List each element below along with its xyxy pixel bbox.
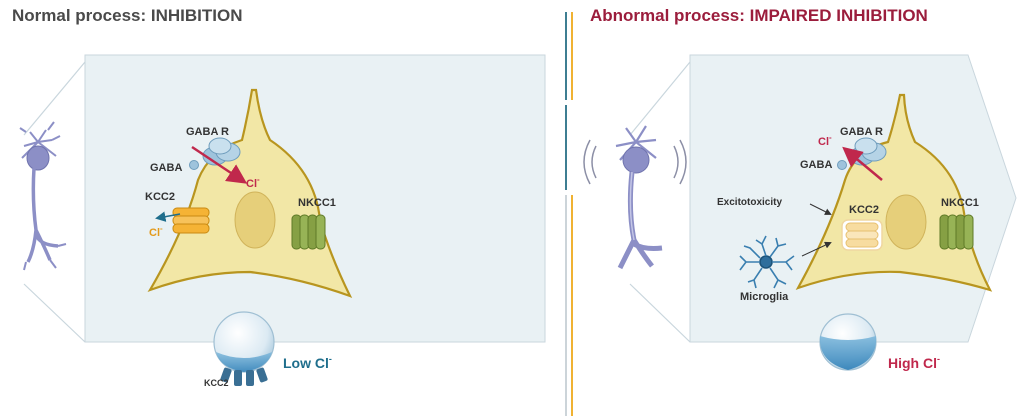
left-gaba-receptor-label: GABA R xyxy=(186,126,229,138)
right-panel: GABA R GABA Cl- Excitotoxicity KCC2 NKCC… xyxy=(583,54,1017,371)
right-gaba-molecule xyxy=(837,160,847,170)
left-gaba-molecule xyxy=(189,160,199,170)
left-kcc2-chloride-label: Cl- xyxy=(149,224,163,239)
zoom-line-bottom-right xyxy=(629,283,691,343)
excitotoxicity-label: Excitotoxicity xyxy=(717,197,782,208)
left-kcc2-efflux-arrow xyxy=(155,211,181,222)
left-panel: GABA R GABA Cl- KCC2 Cl- NKCC1 K xyxy=(19,54,546,388)
right-gaba-receptor-label: GABA R xyxy=(840,126,883,138)
left-bubble-kcc2-label: KCC2 xyxy=(204,378,229,388)
left-panel-title: Normal process: INHIBITION xyxy=(12,6,243,25)
left-nkcc1-transporter xyxy=(291,214,326,250)
right-cell-nucleus xyxy=(885,194,927,250)
zoom-line-bottom xyxy=(23,283,86,343)
left-chloride-influx-arrow xyxy=(191,145,248,184)
excited-neuron-icon xyxy=(583,125,687,270)
left-nkcc1-label: NKCC1 xyxy=(298,197,336,209)
right-nkcc1-label: NKCC1 xyxy=(941,197,979,209)
excitotoxicity-arrow xyxy=(809,203,832,215)
left-gaba-receptor xyxy=(202,137,241,166)
right-gaba-label: GABA xyxy=(800,159,832,171)
left-bubble-label: Low Cl- xyxy=(283,354,332,371)
zoom-line-top xyxy=(23,61,86,136)
left-chloride-bubble xyxy=(213,311,275,386)
right-chloride-efflux-arrow xyxy=(842,146,883,181)
zoom-line-top-right xyxy=(629,61,691,136)
right-chloride-label: Cl- xyxy=(818,133,832,148)
left-gaba-label: GABA xyxy=(150,162,182,174)
left-kcc2-transporter xyxy=(172,207,210,234)
microglia-arrow xyxy=(801,241,832,257)
right-kcc2-transporter xyxy=(841,219,883,251)
right-chloride-bubble xyxy=(819,313,877,371)
left-cell-nucleus xyxy=(234,191,276,249)
microglia-icon xyxy=(739,235,795,289)
microglia-label: Microglia xyxy=(740,291,789,303)
right-nkcc1-transporter xyxy=(939,214,974,250)
panel-divider xyxy=(565,12,573,416)
neuron-icon xyxy=(19,121,67,271)
left-chloride-label: Cl- xyxy=(246,175,260,190)
right-kcc2-label: KCC2 xyxy=(849,204,879,216)
left-kcc2-label: KCC2 xyxy=(145,191,175,203)
right-bubble-label: High Cl- xyxy=(888,354,940,371)
right-panel-title: Abnormal process: IMPAIRED INHIBITION xyxy=(590,6,928,25)
